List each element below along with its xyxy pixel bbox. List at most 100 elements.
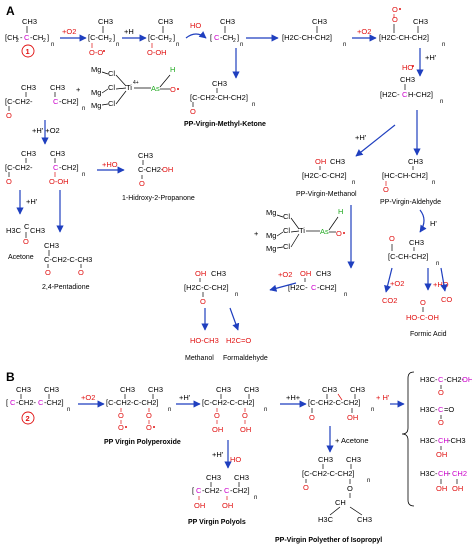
- svg-text:OH: OH: [315, 157, 326, 166]
- svg-text:]: ]: [237, 33, 239, 42]
- svg-text:CO2: CO2: [382, 296, 397, 305]
- svg-text:2: 2: [16, 38, 19, 44]
- svg-text:n: n: [352, 180, 355, 186]
- svg-text:CH3: CH3: [216, 385, 231, 394]
- svg-text:C: C: [24, 222, 30, 231]
- svg-text:CH3: CH3: [350, 385, 365, 394]
- svg-text:[H2C-CH-CH2]: [H2C-CH-CH2]: [282, 33, 332, 42]
- svg-text:-CH: -CH: [30, 33, 43, 42]
- svg-text:CH: CH: [438, 469, 449, 478]
- structure-aldehyde-radical: CH3 [C-CH-CH2] n O: [388, 234, 439, 267]
- svg-text:O: O: [170, 85, 176, 94]
- svg-text:CH3: CH3: [346, 455, 361, 464]
- svg-text:+: +: [76, 85, 81, 94]
- svg-text:CH3: CH3: [98, 17, 113, 26]
- svg-text:C: C: [214, 33, 220, 42]
- svg-text:O: O: [392, 15, 398, 24]
- svg-text:n: n: [367, 478, 370, 484]
- svg-text:CH3: CH3: [138, 151, 153, 160]
- label-h-methanol: +H': [355, 133, 367, 142]
- svg-text:-CH2-: -CH2-: [202, 486, 223, 495]
- svg-text:[CH: [CH: [5, 33, 18, 42]
- svg-text:O: O: [438, 388, 444, 397]
- svg-text:Cl: Cl: [108, 83, 115, 92]
- svg-text:O: O: [139, 179, 145, 188]
- svg-text:OH: OH: [462, 375, 472, 384]
- svg-text:-: -: [448, 469, 451, 478]
- svg-text:O: O: [78, 268, 84, 277]
- svg-text:O-O: O-O: [89, 48, 103, 57]
- svg-text:Cl: Cl: [283, 226, 290, 235]
- svg-text:n: n: [116, 42, 119, 48]
- svg-text:OH: OH: [222, 501, 233, 510]
- product-acetyl: H3C-C=O O: [420, 405, 454, 427]
- label-hplus-a6: +H': [425, 53, 437, 62]
- label-o2-a1: +O2: [62, 27, 76, 36]
- svg-text:CH3: CH3: [400, 75, 415, 84]
- svg-text:CH3: CH3: [413, 17, 428, 26]
- svg-text:Mg: Mg: [266, 244, 276, 253]
- svg-text:CH3: CH3: [50, 149, 65, 158]
- svg-text:CH3: CH3: [318, 455, 333, 464]
- svg-text:-: -: [20, 33, 23, 42]
- svg-text:4+: 4+: [133, 80, 139, 86]
- svg-text:O: O: [214, 411, 220, 420]
- svg-text:CH3: CH3: [16, 385, 31, 394]
- svg-text:[C-CH2-CH-CH2]: [C-CH2-CH-CH2]: [190, 93, 248, 102]
- svg-text:[HC-CH-CH2]: [HC-CH-CH2]: [382, 171, 428, 180]
- svg-text:H: H: [338, 207, 343, 216]
- svg-text:C: C: [53, 163, 59, 172]
- marker-1: [21, 44, 35, 58]
- label-h-acetone: +H': [26, 197, 38, 206]
- svg-text:OH: OH: [347, 413, 358, 422]
- svg-text:OH: OH: [240, 425, 251, 434]
- product-hydroxy-propanone: H3C-C-CH2-OH O: [420, 375, 472, 397]
- svg-text:C: C: [402, 90, 408, 99]
- label-plus-acetone: + Acetone: [335, 436, 369, 445]
- svg-text:]: ]: [113, 33, 115, 42]
- svg-text:[C-CH: [C-CH: [88, 33, 109, 42]
- svg-text:CH3: CH3: [21, 149, 36, 158]
- svg-text:n: n: [436, 261, 439, 267]
- panel-b-label: B: [6, 370, 15, 384]
- svg-text:[C-CH2-C-CH2]: [C-CH2-C-CH2]: [106, 398, 159, 407]
- svg-text:[: [: [192, 486, 195, 495]
- structure-methyl-ketone: CH3 [C-CH2-CH-CH2] n O: [190, 79, 255, 116]
- structure-formic-acid: O HO-C-OH: [406, 298, 439, 322]
- svg-text:n: n: [254, 495, 257, 501]
- marker-2: [21, 411, 35, 425]
- svg-text:H3C: H3C: [6, 226, 22, 235]
- catalyst-complex-1: Mg Mg Mg Cl Cl Cl Ti 4+ As H O +: [76, 65, 179, 110]
- svg-text:n: n: [82, 106, 85, 112]
- svg-text:HO: HO: [402, 63, 413, 72]
- label-o2-a5: +O2: [357, 27, 371, 36]
- svg-text:O: O: [118, 423, 124, 432]
- svg-text:n: n: [264, 407, 267, 413]
- svg-text:O: O: [45, 268, 51, 277]
- label-h-oh-b3: +H': [212, 450, 224, 459]
- structure-pp-aldehyde: CH3 [HC-CH-CH2] n O: [382, 157, 435, 194]
- label-ho-formic: +HO: [433, 280, 449, 289]
- svg-text:CH3: CH3: [244, 385, 259, 394]
- product-bracket: [401, 371, 415, 507]
- svg-text:Mg: Mg: [91, 101, 101, 110]
- svg-text:CH3: CH3: [44, 385, 59, 394]
- label-h-a2: +H: [124, 27, 134, 36]
- svg-text:O: O: [438, 418, 444, 427]
- svg-text:-CH2-: -CH2-: [16, 398, 37, 407]
- label-h2c-o: H2C=O: [226, 336, 251, 345]
- caption-polyols: PP Virgin Polyols: [188, 519, 246, 526]
- svg-text:2: 2: [26, 414, 30, 423]
- svg-text:As: As: [320, 227, 329, 236]
- svg-text:CH: CH: [335, 498, 346, 507]
- svg-text:2: 2: [109, 38, 112, 44]
- svg-text:O: O: [200, 297, 206, 306]
- svg-text:OH: OH: [194, 501, 205, 510]
